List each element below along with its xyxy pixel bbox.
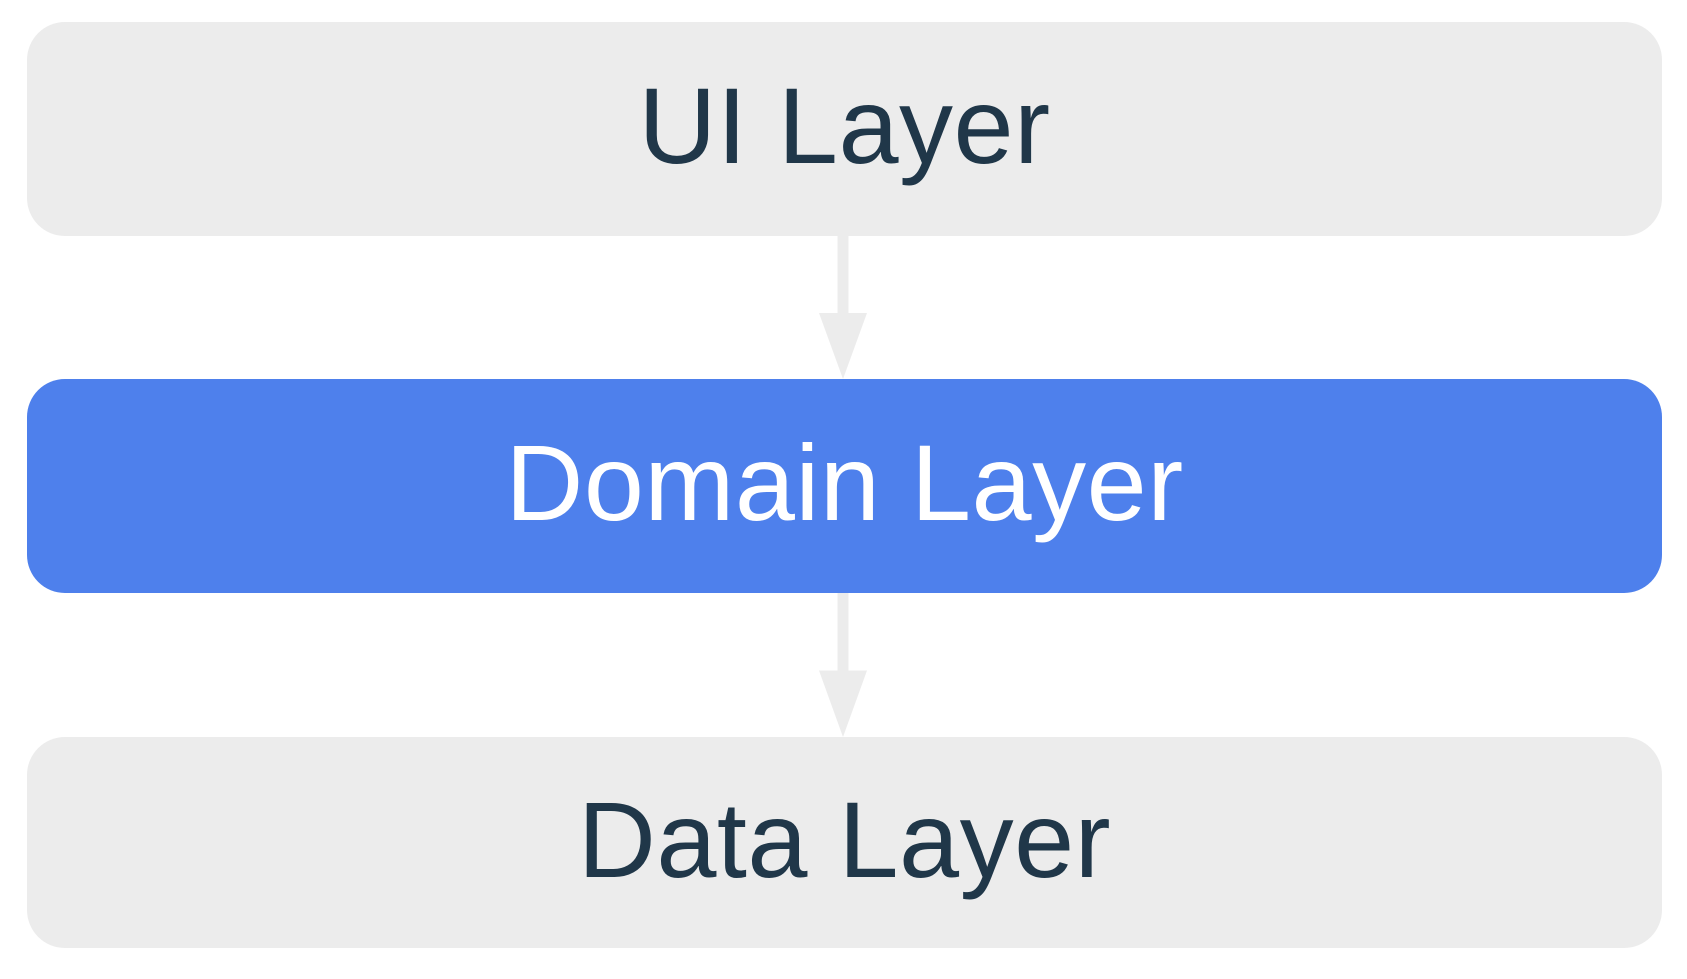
layer-box-ui: UI Layer <box>27 22 1662 236</box>
layer-box-domain: Domain Layer <box>27 379 1662 593</box>
layer-label-ui: UI Layer <box>638 65 1051 186</box>
arrow-down-icon <box>819 593 867 737</box>
arrow-down-icon <box>819 236 867 379</box>
layer-label-data: Data Layer <box>577 778 1112 900</box>
layer-box-data: Data Layer <box>27 737 1662 948</box>
layer-label-domain: Domain Layer <box>505 422 1184 543</box>
